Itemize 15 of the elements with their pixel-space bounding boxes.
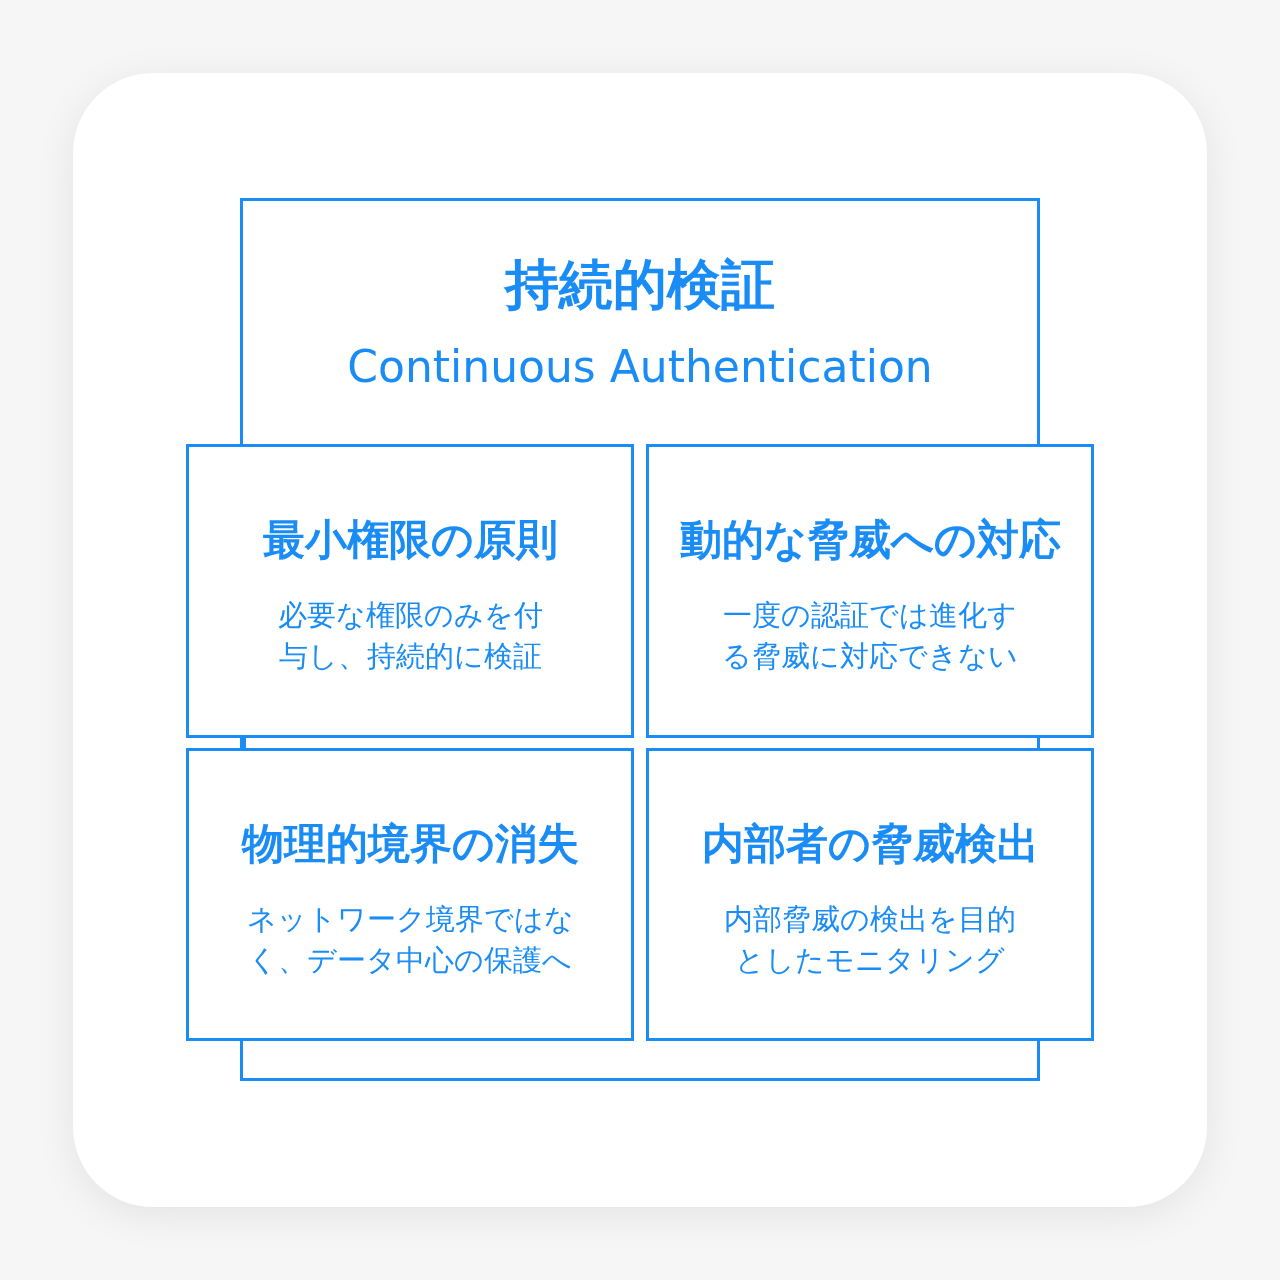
title: 持続的検証 (502, 253, 776, 318)
box-heading: 内部者の脅威検出 (700, 819, 1040, 870)
concept-box (646, 748, 1094, 1041)
box-description: 必要な権限のみを付与し、持続的に検証 (276, 597, 544, 675)
subtitle: Continuous Authentication (346, 339, 934, 394)
box-description: 内部脅威の検出を目的としたモニタリング (723, 901, 1017, 979)
frame-box (240, 198, 1040, 444)
box-heading: 物理的境界の消失 (240, 819, 580, 870)
box-description: ネットワーク境界ではなく、データ中心の保護へ (245, 901, 575, 979)
concept-box (186, 444, 634, 738)
box-heading: 最小権限の原則 (261, 515, 559, 566)
concept-box (186, 748, 634, 1041)
box-description: 一度の認証では進化する脅威に対応できない (721, 597, 1019, 675)
box-heading: 動的な脅威への対応 (678, 515, 1062, 566)
concept-box (646, 444, 1094, 738)
